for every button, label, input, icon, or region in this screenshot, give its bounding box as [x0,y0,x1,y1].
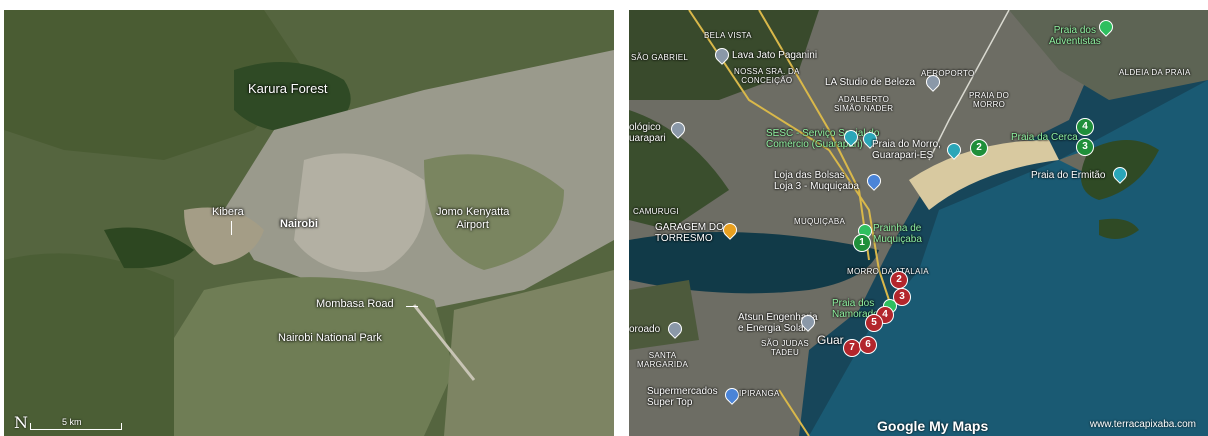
camurugi-label: CAMURUGI [633,207,679,216]
mombasa-road-label: Mombasa Road [316,298,394,310]
jomo-kenyatta-airport-label: Jomo Kenyatta Airport [436,206,510,231]
santa-margarida-label: SANTA MARGARIDA [637,351,689,369]
red-marker-7[interactable]: 7 [843,339,861,357]
supermercados-super-top-label: Supermercados Super Top [647,386,718,408]
guarapari-my-maps[interactable]: BELA VISTA SÃO GABRIEL Lava Jato Paganin… [629,10,1208,436]
praia-adventistas-label: Praia dos Adventistas [1049,25,1101,47]
morro-da-atalaia-label: MORRO DA ATALAIA [847,267,929,276]
guarapari-label: Guar [817,333,844,347]
la-studio-label: LA Studio de Beleza [825,77,916,88]
aeroporto-label: AEROPORTO [921,69,975,78]
lava-jato-label: Lava Jato Paganini [732,50,818,61]
bela-vista-label: BELA VISTA [704,31,752,40]
nairobi-satellite-map: Karura Forest Kibera Nairobi Jomo Kenyat… [4,10,614,436]
nairobi-label: Nairobi [280,218,318,230]
sao-judas-tadeu-label: SÃO JUDAS TADEU [761,339,810,357]
praia-do-morro-district-label: PRAIA DO MORRO [969,91,1010,109]
atsun-engenharia-label: Atsun Engenharia e Energia Solar [738,312,818,334]
nairobi-national-park-label: Nairobi National Park [278,332,382,344]
nossa-sra-conceicao-label: NOSSA SRA. DA CONCEIÇÃO [734,67,800,85]
oroado-label: oroado [629,324,661,335]
praia-do-ermitao-label: Praia do Ermitão [1031,170,1106,181]
garagem-torresmo-label: GARAGEM DO TORRESMO [655,222,724,244]
praia-do-morro-label: Praia do Morro, Guarapari-ES [872,139,941,161]
red-marker-5[interactable]: 5 [865,314,883,332]
muquicaba-label: MUQUIÇABA [794,217,846,226]
praia-dos-namorados-label: Praia dos Namorados [832,298,884,320]
ipiranga-label: IPIRANGA [739,389,780,398]
green-marker-4[interactable]: 4 [1076,118,1094,136]
green-marker-2[interactable]: 2 [970,139,988,157]
prainha-muquicaba-label: Prainha de Muquiçaba [873,223,922,245]
google-my-maps-logo: Google My Maps [877,418,989,434]
adalberto-simao-nader-label: ADALBERTO SIMÃO NADER [834,95,894,113]
aldeia-da-praia-label: ALDEIA DA PRAIA [1119,68,1191,77]
source-credit: www.terracapixaba.com [1089,419,1196,430]
red-marker-3[interactable]: 3 [893,288,911,306]
red-marker-6[interactable]: 6 [859,336,877,354]
logico-guarapari-label: ológico uarapari [629,122,666,144]
mombasa-road-leader-line [406,306,418,307]
scale-bar [30,423,122,430]
loja-das-bolsas-label: Loja das Bolsas Loja 3 - Muquiçaba [774,170,860,192]
red-marker-2[interactable]: 2 [890,271,908,289]
sao-gabriel-label: SÃO GABRIEL [631,53,689,62]
green-marker-1[interactable]: 1 [853,234,871,252]
nairobi-terrain [4,10,614,436]
karura-forest-label: Karura Forest [248,81,328,96]
scale-bar-label: 5 km [62,417,82,427]
kibera-label: Kibera [212,206,244,218]
praia-da-cerca-label: Praia da Cerca [1011,132,1078,143]
kibera-leader-line [231,221,232,235]
north-arrow-icon: N [14,413,28,432]
green-marker-3[interactable]: 3 [1076,138,1094,156]
